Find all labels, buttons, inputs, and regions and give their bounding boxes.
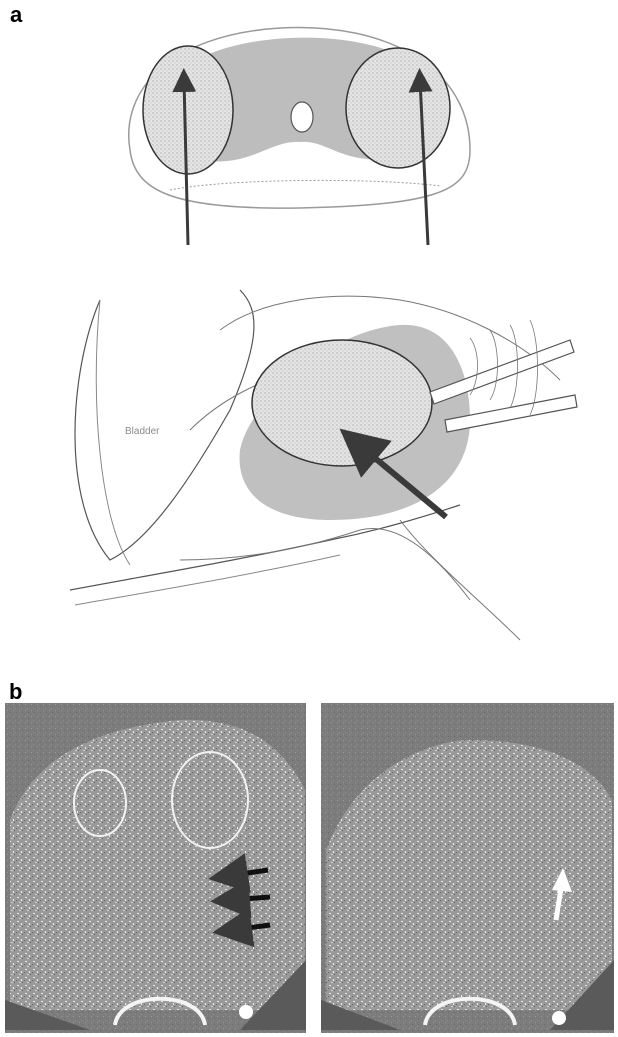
black-arrow-2 xyxy=(230,897,270,900)
ultrasound-image-left xyxy=(5,703,306,1033)
bladder-label: Bladder xyxy=(125,426,160,437)
rectum-wall xyxy=(180,528,470,600)
axial-prostate-diagram xyxy=(129,27,470,245)
left-peripheral-zone xyxy=(143,46,233,174)
sagittal-prostate-diagram: Bladder xyxy=(70,290,577,640)
ultrasound-image-right xyxy=(321,703,614,1033)
urethra xyxy=(291,102,313,132)
sagittal-target-ellipse xyxy=(252,340,432,466)
right-peripheral-zone xyxy=(346,48,450,168)
bladder-outline xyxy=(75,290,254,560)
